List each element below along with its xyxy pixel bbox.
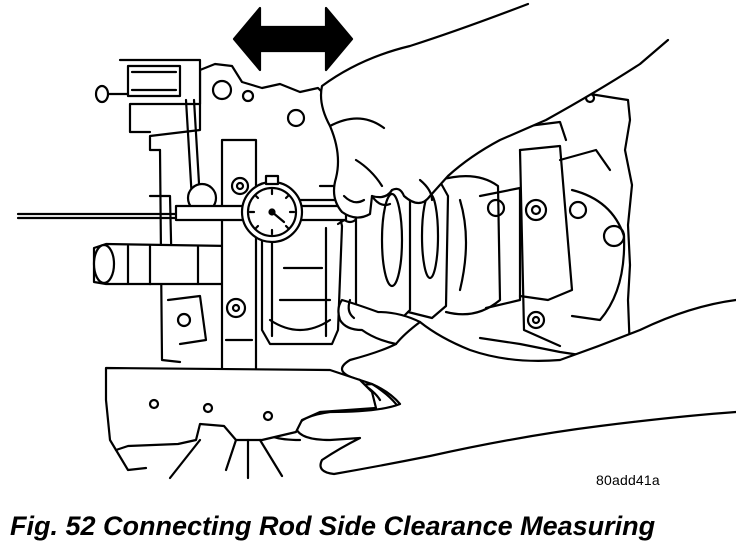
main-bearing-cap-left xyxy=(220,138,258,372)
image-code-label: 80add41a xyxy=(596,472,660,488)
figure-caption: Fig. 52 Connecting Rod Side Clearance Me… xyxy=(10,511,656,541)
crankshaft-journal xyxy=(92,242,232,286)
upper-hand xyxy=(319,2,670,219)
clearance-measuring-illustration xyxy=(16,2,736,480)
crankshaft-counterweights xyxy=(354,120,626,348)
block-skirt xyxy=(104,366,378,480)
dial-indicator xyxy=(16,58,348,244)
double-headed-arrow-icon xyxy=(232,6,354,72)
